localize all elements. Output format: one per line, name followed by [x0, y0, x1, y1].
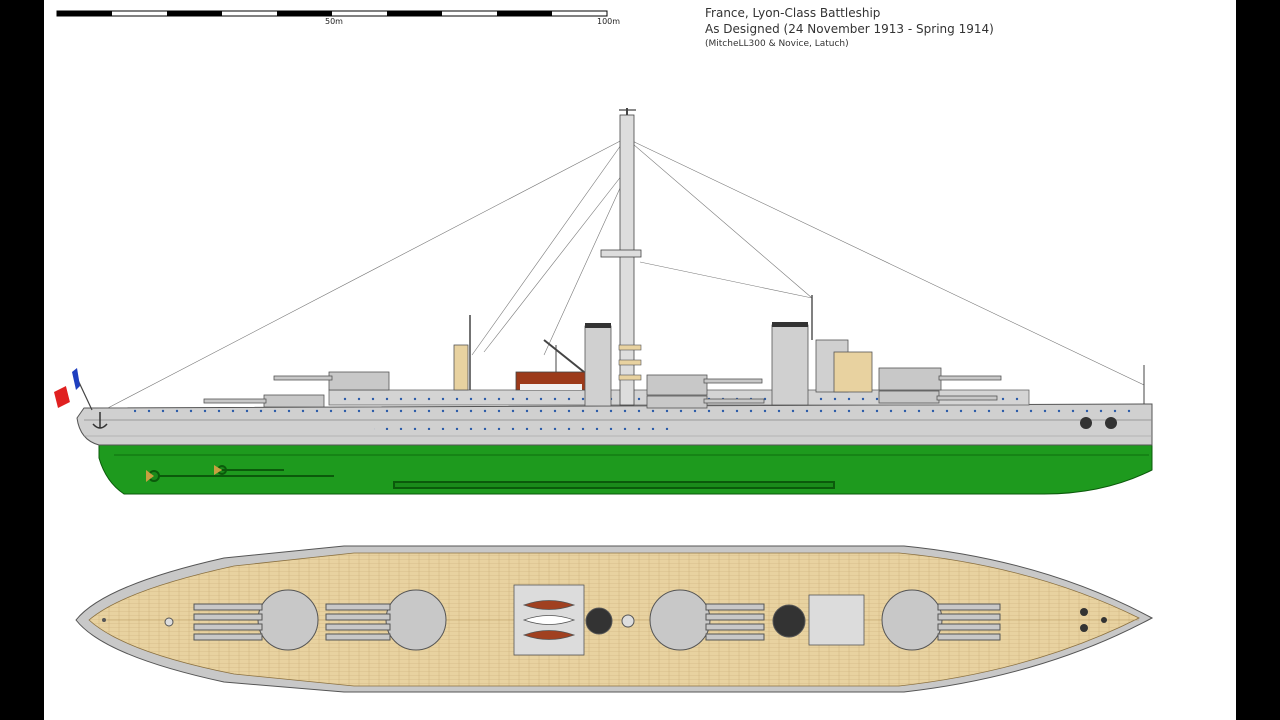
funnel-top-fore — [585, 607, 613, 635]
flag — [54, 368, 80, 408]
credits-line: (MitcheLL300 & Novice, Latuch) — [705, 39, 849, 49]
anchor-icon — [92, 412, 108, 429]
fore-bridge — [811, 295, 873, 393]
turret-top-2 — [325, 589, 447, 651]
scale-bar — [56, 10, 608, 17]
funnel-aft — [771, 324, 809, 406]
scale-label-50m: 50m — [325, 17, 343, 26]
hull-underwater — [98, 444, 1153, 495]
propeller-shafts — [148, 465, 835, 489]
title-line-1: France, Lyon-Class Battleship — [705, 6, 881, 20]
turret-midship — [646, 374, 765, 409]
turret-top-1 — [193, 589, 319, 651]
drawing-sheet: 50m 100m France, Lyon-Class Battleship A… — [44, 0, 1236, 720]
title-block: France, Lyon-Class Battleship As Designe… — [705, 5, 994, 52]
turret-fore — [878, 367, 1002, 404]
hull-topside — [76, 403, 1153, 446]
title-line-2: As Designed (24 November 1913 - Spring 1… — [705, 22, 994, 36]
bow-fittings — [1080, 608, 1107, 632]
funnel-top-aft — [772, 604, 806, 638]
main-mast — [600, 108, 642, 406]
rigging — [103, 137, 1145, 411]
turret-top-3 — [649, 589, 765, 651]
turret-top-4 — [881, 589, 1001, 651]
side-profile — [54, 108, 1153, 495]
funnel-fore — [584, 325, 612, 407]
turret-aft — [203, 371, 390, 408]
bridge-top — [808, 594, 865, 646]
scale-label-100m: 100m — [597, 17, 621, 26]
top-view — [75, 545, 1154, 693]
boats-top — [513, 584, 585, 656]
wooden-deck — [88, 552, 1140, 687]
